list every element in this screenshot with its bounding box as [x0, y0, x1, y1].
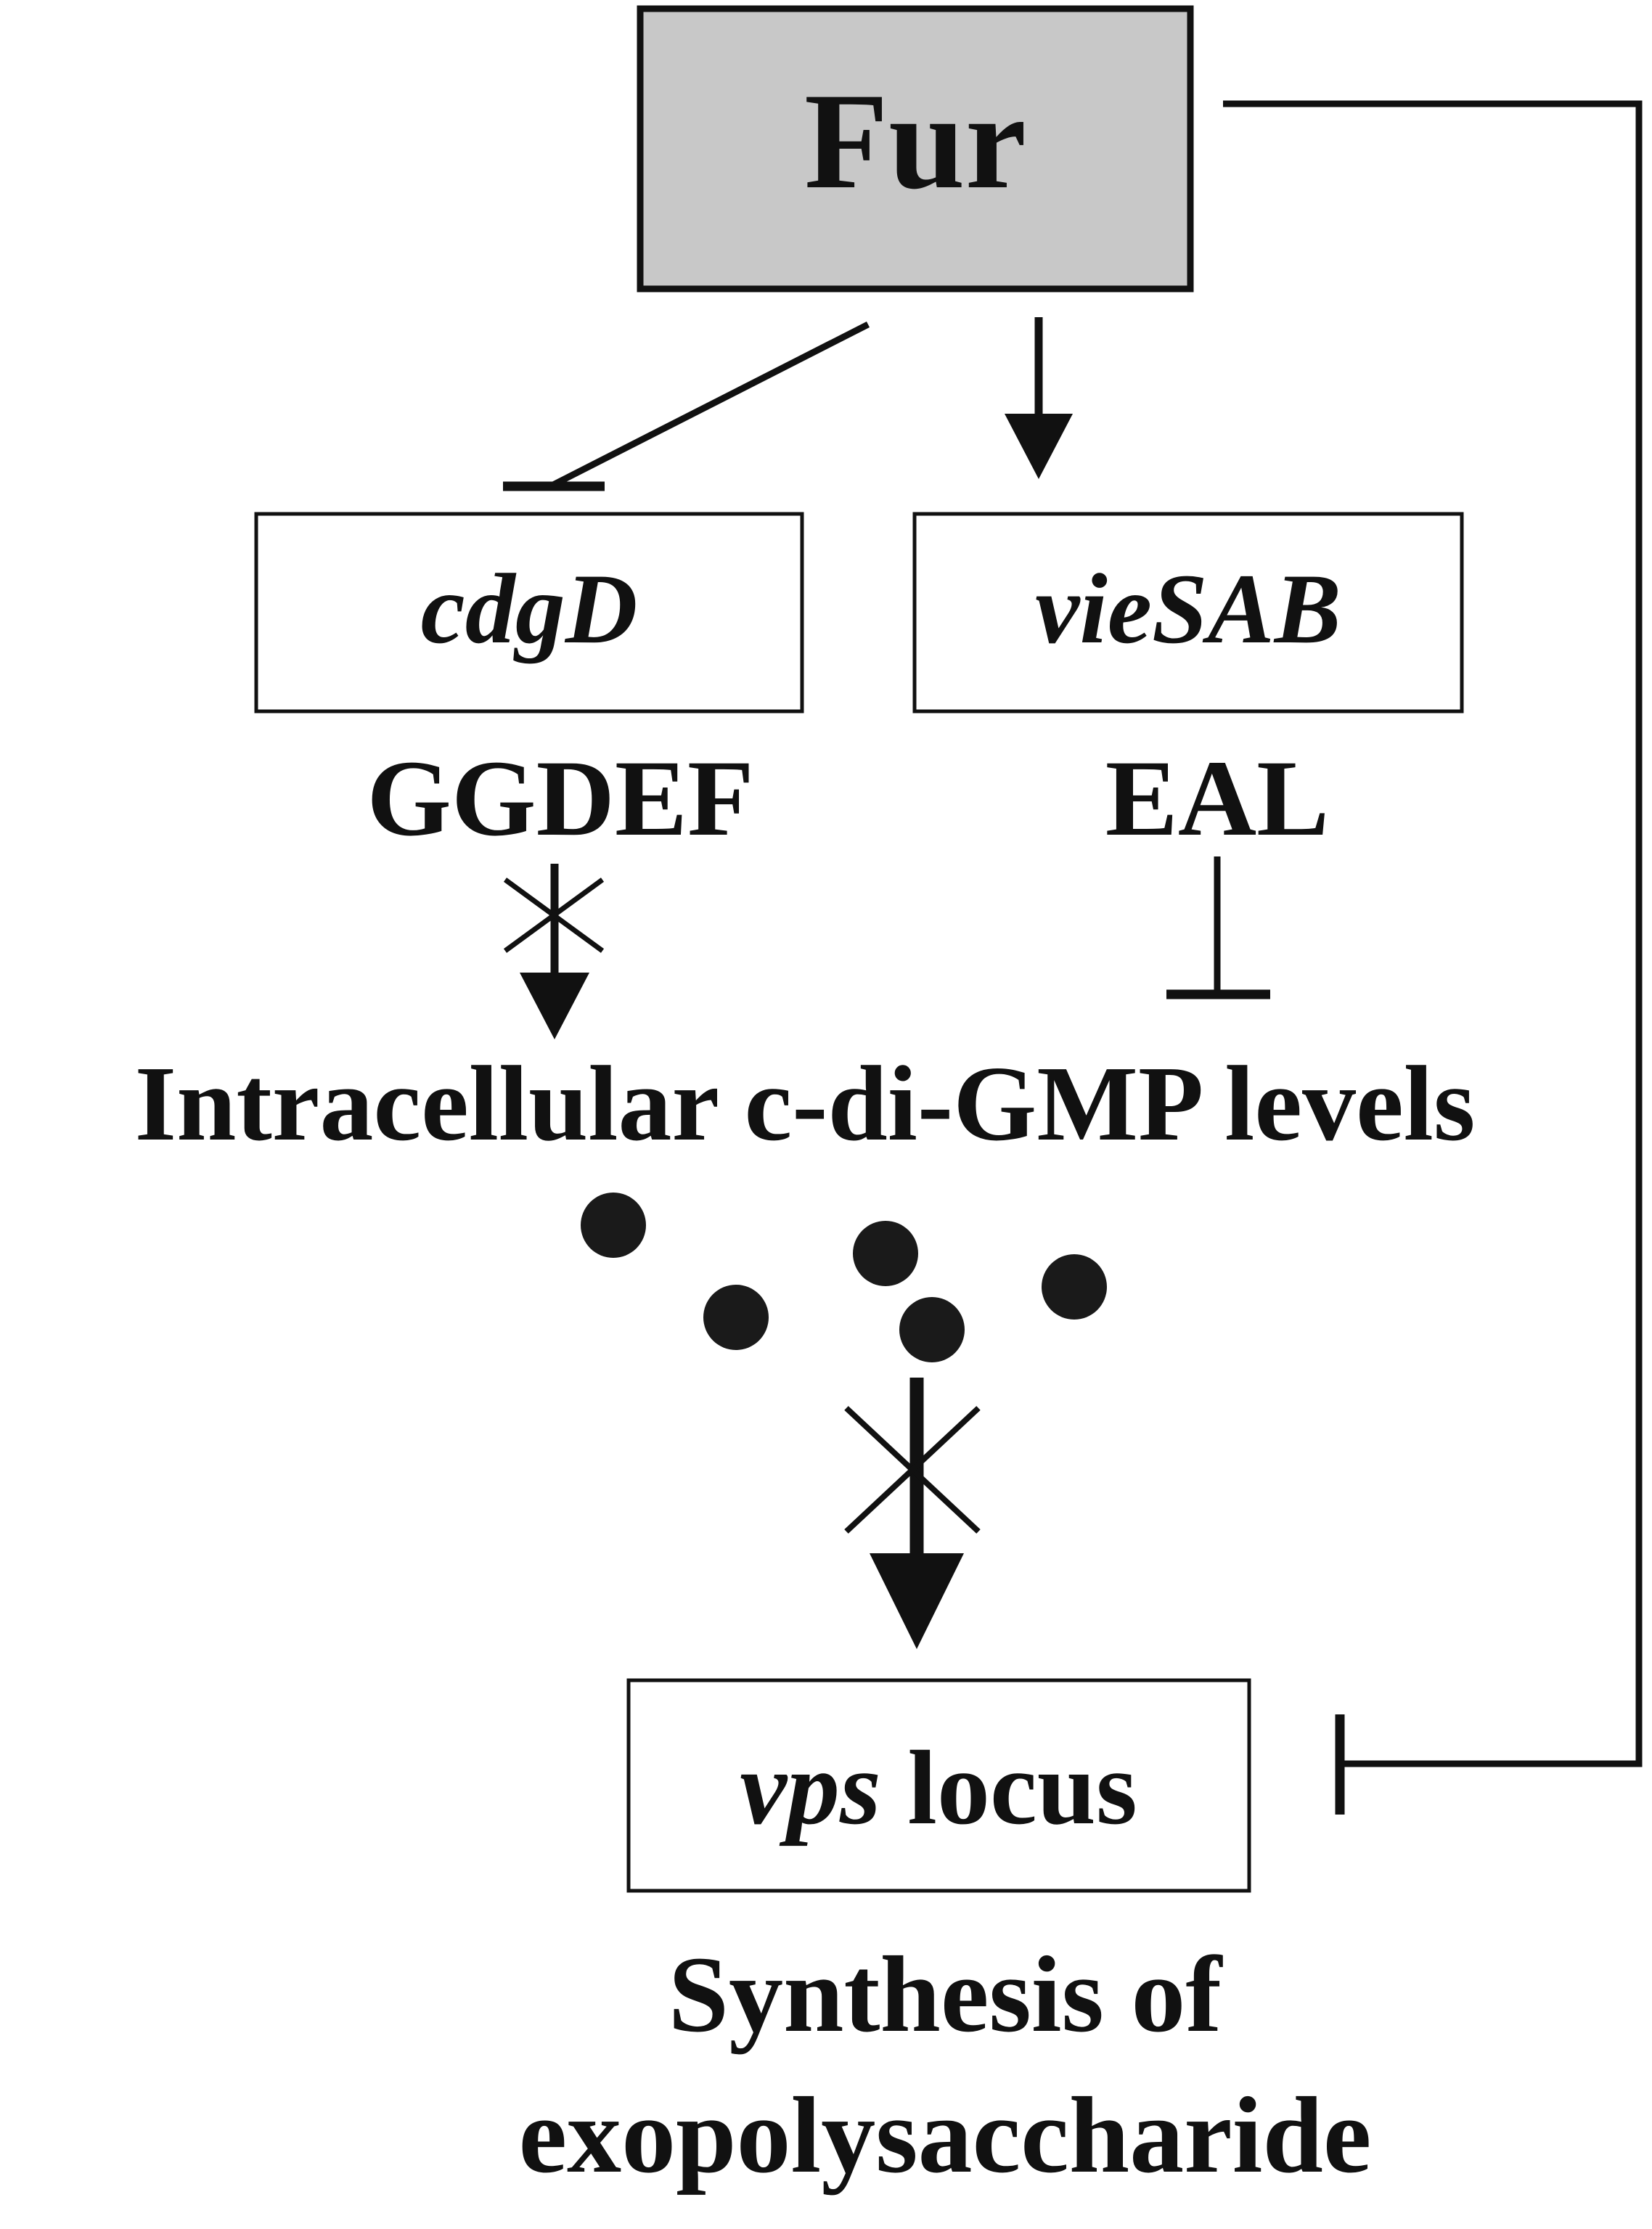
- output-line2: exopolysaccharide: [519, 2075, 1372, 2196]
- edge-line: [551, 321, 870, 488]
- vps-node: vps locus: [626, 1678, 1251, 1893]
- cdgd-box: [254, 512, 804, 713]
- cross-stroke: [503, 878, 605, 953]
- vps-box: [626, 1678, 1251, 1893]
- viesab-label: vieSAB: [1035, 553, 1341, 664]
- viesab-node: vieSAB: [912, 512, 1464, 713]
- cross-stroke: [844, 1406, 981, 1534]
- molecule-dot: [1042, 1254, 1107, 1320]
- arrowhead: [520, 973, 589, 1039]
- molecule-dot: [853, 1221, 918, 1286]
- edge-line: [1223, 100, 1643, 1767]
- edge-eal-represses-cdigmp: [1166, 856, 1270, 999]
- molecule-dot: [899, 1297, 965, 1362]
- edge-cdigmp-activates-vps: [844, 1378, 981, 1649]
- fur-label: Fur: [804, 65, 1026, 218]
- viesab-box: [912, 512, 1464, 713]
- vps-label-rest: locus: [881, 1729, 1137, 1846]
- ggdef-label: GGDEF: [367, 738, 753, 859]
- cdgd-label: cdgD: [421, 553, 638, 664]
- output-line1: Synthesis of: [668, 1934, 1224, 2055]
- vps-label-italic: vps: [740, 1729, 881, 1846]
- molecule-dot: [703, 1285, 769, 1350]
- cdgd-node: cdgD: [254, 512, 804, 713]
- arrowhead: [1005, 414, 1073, 479]
- edge-fur-activates-viesab: [1005, 317, 1073, 479]
- cdigmp-molecules: [581, 1193, 1107, 1362]
- eal-label: EAL: [1105, 738, 1329, 859]
- vps-label: vps locus: [740, 1729, 1137, 1846]
- arrowhead: [870, 1553, 964, 1649]
- fur-box: [637, 5, 1194, 293]
- fur-node: Fur: [637, 5, 1194, 293]
- edge-fur-represses-vps: [1223, 100, 1643, 1815]
- edge-fur-represses-cdgd: [503, 321, 870, 491]
- cdigmp-label: Intracellular c-di-GMP levels: [135, 1044, 1476, 1163]
- molecule-dot: [581, 1193, 646, 1258]
- edge-ggdef-activates-cdigmp: [503, 864, 605, 1039]
